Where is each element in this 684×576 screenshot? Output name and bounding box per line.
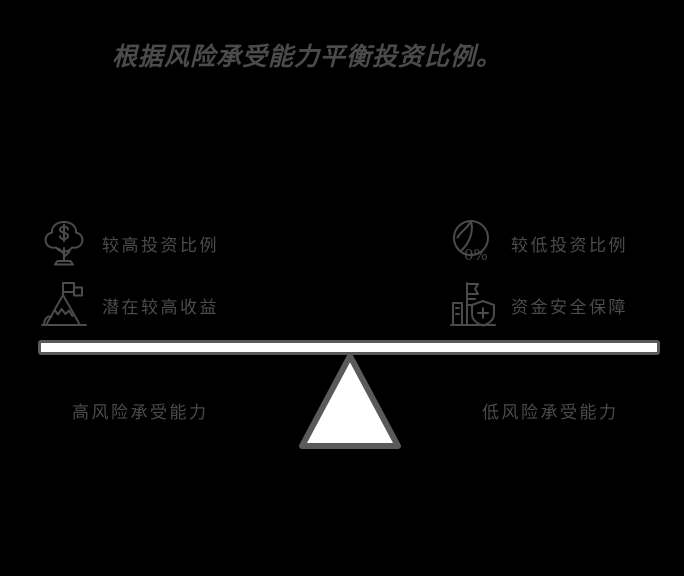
fulcrum-triangle — [299, 353, 401, 449]
mountain-flag-icon — [38, 279, 90, 331]
pie-percent-text: 0% — [464, 246, 488, 264]
page-title: 根据风险承受能力平衡投资比例。 — [111, 42, 502, 71]
right-feature-column: 0% 较低投资比例 — [447, 212, 628, 336]
balance-fulcrum — [296, 352, 404, 450]
feature-label: 较高投资比例 — [102, 235, 219, 256]
pie-chart-percent-icon: 0% — [447, 217, 499, 269]
feature-item-high-return: 潜在较高收益 — [38, 274, 219, 336]
feature-item-low-allocation: 0% 较低投资比例 — [447, 212, 628, 274]
caption-high-risk-tolerance: 高风险承受能力 — [72, 403, 209, 423]
money-tree-icon — [38, 217, 90, 269]
feature-label: 资金安全保障 — [511, 297, 628, 318]
feature-item-capital-safety: 资金安全保障 — [447, 274, 628, 336]
caption-low-risk-tolerance: 低风险承受能力 — [482, 403, 619, 423]
feature-label: 潜在较高收益 — [102, 297, 219, 318]
left-feature-column: 较高投资比例 潜 — [38, 212, 219, 336]
feature-item-high-allocation: 较高投资比例 — [38, 212, 219, 274]
feature-label: 较低投资比例 — [511, 235, 628, 256]
bank-shield-icon — [447, 279, 499, 331]
